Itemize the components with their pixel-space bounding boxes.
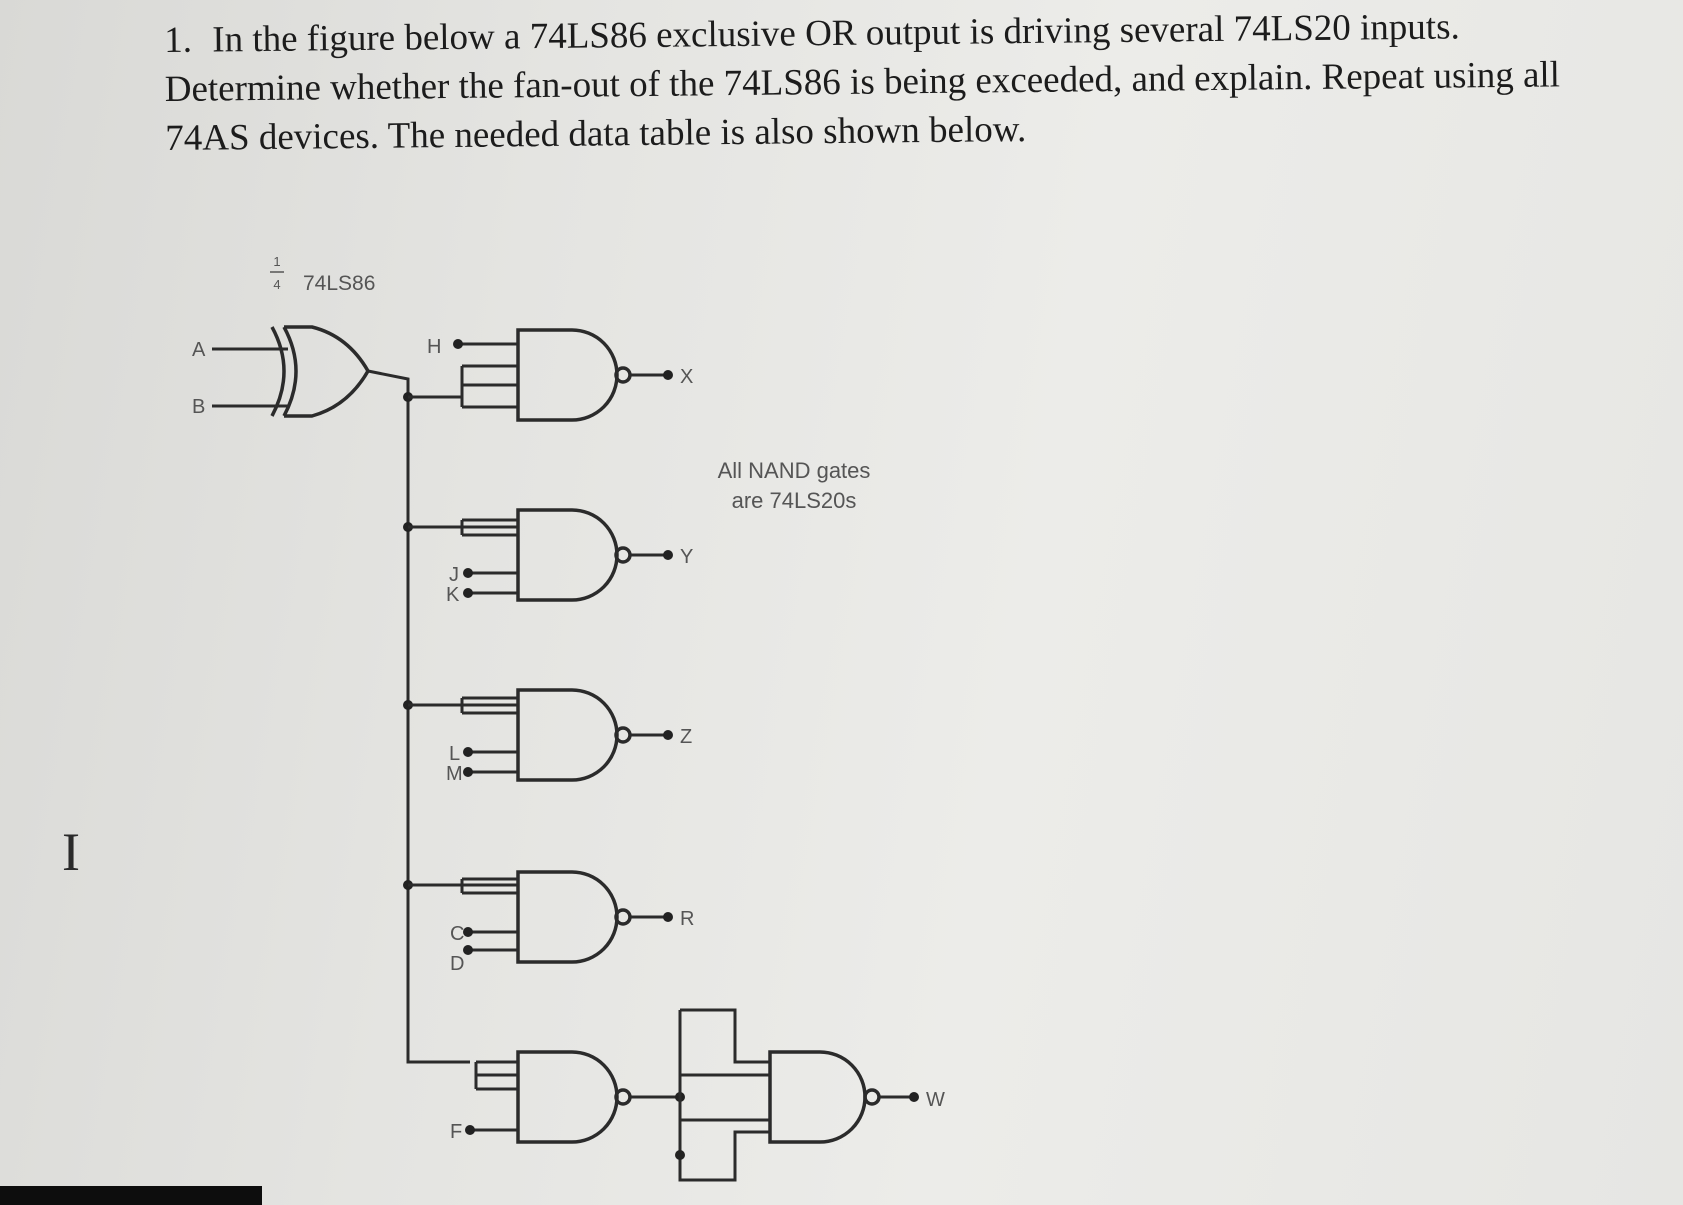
xor-chip-name: 74LS86 xyxy=(303,272,375,295)
text-cursor-icon: I xyxy=(62,822,80,882)
output-label-x: X xyxy=(680,366,693,388)
nand-gate-z xyxy=(408,688,673,782)
input-label-l: L xyxy=(449,743,460,765)
output-label-r: R xyxy=(680,908,694,930)
input-label-b: B xyxy=(192,396,205,418)
output-label-w: W xyxy=(926,1089,945,1111)
nand-gate-x xyxy=(408,328,673,422)
input-label-h: H xyxy=(427,336,441,358)
xor-chip-label: 1 4 74LS86 xyxy=(270,254,375,295)
xor-fraction-numerator: 1 xyxy=(273,254,280,269)
output-label-y: Y xyxy=(680,546,693,568)
input-label-k: K xyxy=(446,584,460,606)
taskbar-strip xyxy=(0,1186,262,1205)
nand-gate-r xyxy=(408,870,673,964)
nand-gate-5 xyxy=(465,1050,685,1144)
nand-gate-y xyxy=(408,508,673,602)
input-label-j: J xyxy=(449,564,459,586)
input-label-a: A xyxy=(192,339,206,361)
output-label-z: Z xyxy=(680,726,692,748)
xor-fraction-denominator: 4 xyxy=(273,277,280,292)
input-label-m: M xyxy=(446,763,463,785)
input-label-c: C xyxy=(450,923,464,945)
nand-note-line-2: are 74LS20s xyxy=(732,488,857,513)
input-label-f: F xyxy=(450,1121,462,1143)
xor-gate xyxy=(212,325,470,1064)
nand-gate-w xyxy=(675,1008,919,1182)
nand-note-line-1: All NAND gates xyxy=(718,458,871,483)
input-label-d: D xyxy=(450,953,464,975)
